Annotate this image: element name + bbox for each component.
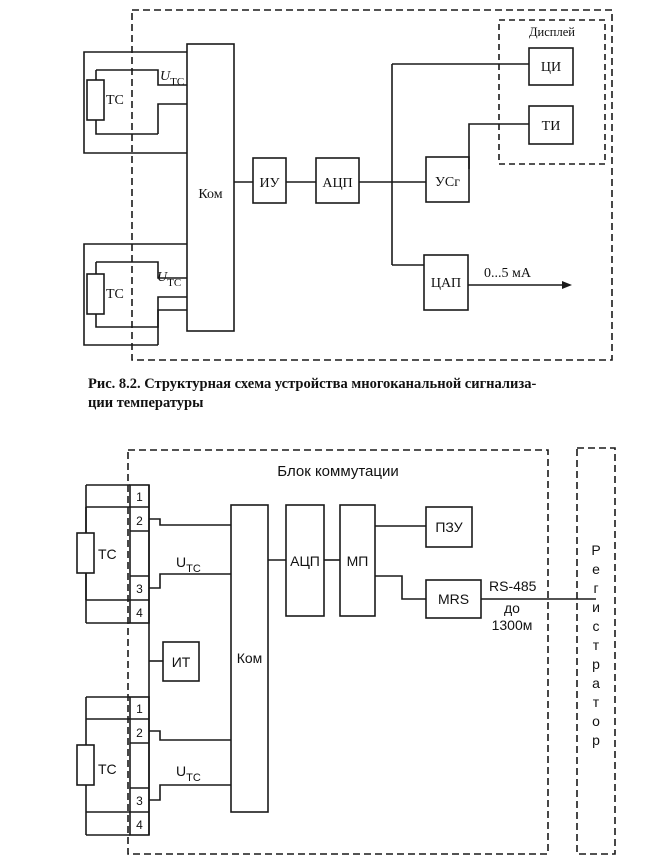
svg-text:е: е xyxy=(592,561,600,577)
fig1-sensor1-label: ТС xyxy=(106,93,124,108)
fig2-sensor2-resistor xyxy=(76,744,95,786)
fig1-sensor1-wire-b xyxy=(157,103,187,134)
fig2-terminal-strip-bottom xyxy=(129,696,150,836)
fig2-mp-label: МП xyxy=(347,553,369,569)
fig1-dac-block xyxy=(423,254,469,311)
fig1-device-boundary xyxy=(131,9,613,361)
fig2-terminal-top-2: 2 xyxy=(136,514,143,528)
fig1-kom-block xyxy=(186,43,235,332)
svg-text:т: т xyxy=(593,637,600,653)
fig1-sensor1-wire-a xyxy=(96,69,187,86)
fig1-usg-to-ti xyxy=(468,123,529,169)
fig2-mrs-label: MRS xyxy=(438,591,469,607)
fig2-terminal-bottom-4: 4 xyxy=(136,818,143,832)
fig1-usg-label: УСг xyxy=(435,175,460,190)
fig1-utc2-label: UТС xyxy=(157,270,181,289)
fig1-utc1-label: UТС xyxy=(160,69,184,88)
fig1-sensor2-wire-a xyxy=(96,261,187,279)
fig1-output-label: 0...5 мА xyxy=(484,266,532,281)
fig1-ci-label: ЦИ xyxy=(541,60,561,75)
svg-text:а: а xyxy=(592,675,600,691)
fig2-interface-label: RS-485 xyxy=(489,578,537,594)
fig2-terminal-bottom-1: 1 xyxy=(136,702,143,716)
fig1-sensor2-label: ТС xyxy=(106,287,124,302)
fig1-caption-line1: Рис. 8.2. Структурная схема устройства м… xyxy=(88,376,537,392)
svg-text:г: г xyxy=(593,580,598,596)
fig2-rom-label: ПЗУ xyxy=(435,519,462,535)
fig1-caption: Рис. 8.2. Структурная схема устройства м… xyxy=(88,375,628,413)
fig2-kom-block xyxy=(230,504,269,813)
fig1-adc-block xyxy=(315,157,360,204)
fig2-terminal-strip-top xyxy=(129,484,150,624)
fig1-sensor2-resistor xyxy=(86,273,105,315)
svg-text:о: о xyxy=(592,713,600,729)
fig2-utc2-label: UТС xyxy=(176,763,201,784)
fig2-sensor2-label: ТС xyxy=(98,761,117,777)
svg-text:р: р xyxy=(592,732,600,748)
fig1-sensor1-loop xyxy=(95,120,158,135)
fig2-mp-block xyxy=(339,504,376,617)
svg-text:и: и xyxy=(592,599,600,615)
fig2-utc1-label: UТС xyxy=(176,554,201,575)
fig2-terminal-bottom-2: 2 xyxy=(136,726,143,740)
fig2-distance-line2: 1300м xyxy=(492,617,533,633)
svg-text:Р: Р xyxy=(591,542,600,558)
fig2-distance-line1: до xyxy=(504,600,520,616)
fig1-output-arrow xyxy=(562,281,572,289)
fig2-registrar-label: Р е г и с т р а т о р xyxy=(591,542,600,748)
fig1-caption-line2: ции температуры xyxy=(88,395,204,411)
fig1-iu-block xyxy=(252,157,287,204)
fig2-kom-label: Ком xyxy=(237,650,263,666)
fig1-sensor1-outer xyxy=(83,51,187,154)
svg-text:с: с xyxy=(593,618,600,634)
svg-text:т: т xyxy=(593,694,600,710)
fig1-sensor2-outer xyxy=(83,243,187,346)
fig1-ci-block xyxy=(528,47,574,86)
fig1-iu-label: ИУ xyxy=(259,176,279,191)
fig2-terminal-top-1: 1 xyxy=(136,490,143,504)
fig2-sensor1-label: ТС xyxy=(98,546,117,562)
fig2-terminal-bottom-3: 3 xyxy=(136,794,143,808)
fig1-dac-label: ЦАП xyxy=(431,276,461,291)
fig1-display-boundary xyxy=(498,19,606,165)
fig1-display-label: Дисплей xyxy=(529,25,575,39)
fig2-it-block xyxy=(162,641,200,682)
fig1-sensor1-resistor xyxy=(86,79,105,121)
fig2-rom-block xyxy=(425,506,473,548)
fig1-adc-label: АЦП xyxy=(322,176,352,191)
fig2-terminal-top-3: 3 xyxy=(136,582,143,596)
fig2-registrar-boundary xyxy=(576,447,616,855)
fig1-ti-label: ТИ xyxy=(542,119,561,134)
fig1-kom-label: Ком xyxy=(198,187,222,202)
fig1-sensor2-wire-c xyxy=(157,309,187,345)
fig1-usg-block xyxy=(425,156,470,203)
fig2-switch-block-label: Блок коммутации xyxy=(277,463,398,480)
fig2-adc-label: АЦП xyxy=(290,553,320,569)
fig2-switch-block-boundary xyxy=(127,449,549,855)
fig1-ti-block xyxy=(528,105,574,145)
fig2-sensor1-resistor xyxy=(76,532,95,574)
fig2-terminal-top-4: 4 xyxy=(136,606,143,620)
svg-text:р: р xyxy=(592,656,600,672)
fig2-it-label: ИТ xyxy=(172,654,191,670)
